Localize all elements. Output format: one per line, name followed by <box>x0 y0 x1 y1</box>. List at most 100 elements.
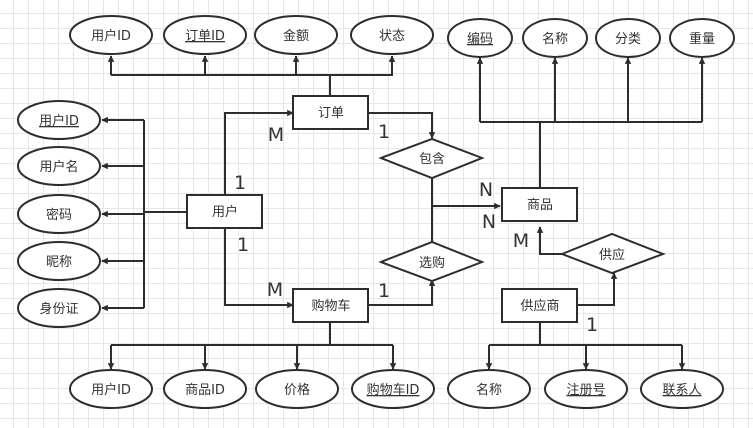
entity-supplier[interactable]: 供应商 <box>501 288 578 323</box>
attribute-ellipse[interactable] <box>17 241 101 281</box>
attribute-supplier-1[interactable]: 名称 <box>447 369 531 409</box>
edge-cart-select <box>369 279 436 306</box>
attribute-ellipse[interactable] <box>447 18 513 58</box>
relationship-contains-label: 包含 <box>419 151 445 167</box>
cardinality-cart-select: 1 <box>378 280 390 302</box>
attribute-ellipse[interactable] <box>522 18 588 58</box>
attribute-user-2[interactable]: 用户名 <box>17 146 101 186</box>
attribute-product-4[interactable]: 重量 <box>669 18 735 58</box>
attribute-order-1[interactable]: 用户ID <box>69 15 153 55</box>
edge-user-order <box>224 109 294 195</box>
attribute-ellipse[interactable] <box>447 369 531 409</box>
cardinality-user-cart-cart: M <box>267 279 283 301</box>
attribute-cart-2[interactable]: 商品ID <box>163 369 247 409</box>
cardinality-user-cart-user: 1 <box>237 234 249 256</box>
attribute-ellipse[interactable] <box>255 369 339 409</box>
attribute-user-3[interactable]: 密码 <box>17 194 101 234</box>
entity-order[interactable]: 订单 <box>292 95 369 130</box>
attribute-supplier-3[interactable]: 联系人 <box>640 369 724 409</box>
attribute-user-1[interactable]: 用户ID <box>17 100 101 140</box>
attribute-order-4[interactable]: 状态 <box>350 15 434 55</box>
cardinality-user-order-order: M <box>268 124 284 146</box>
attribute-ellipse[interactable] <box>17 288 101 328</box>
relationship-select[interactable]: 选购 <box>378 240 485 283</box>
attribute-label: 分类 <box>615 32 641 47</box>
entity-product[interactable]: 商品 <box>501 187 578 222</box>
attribute-order-2[interactable]: 订单ID <box>163 15 247 55</box>
attribute-label: 价格 <box>284 382 310 398</box>
attribute-ellipse[interactable] <box>544 369 628 409</box>
relationship-contains-diamond[interactable] <box>378 137 485 180</box>
attribute-key-label: 编码 <box>467 32 493 47</box>
cardinality-supply-product: M <box>513 230 529 252</box>
entity-supplier-label: 供应商 <box>520 298 559 314</box>
edge-supply-product <box>536 226 562 255</box>
attribute-ellipse[interactable] <box>254 15 338 55</box>
attribute-ellipse[interactable] <box>351 369 435 409</box>
attribute-product-2[interactable]: 名称 <box>522 18 588 58</box>
attribute-product-3[interactable]: 分类 <box>595 18 661 58</box>
attribute-ellipse[interactable] <box>640 369 724 409</box>
cardinality-supplier-supply: 1 <box>586 314 598 336</box>
relationship-select-diamond[interactable] <box>378 240 485 283</box>
attribute-order-3[interactable]: 金额 <box>254 15 338 55</box>
attribute-ellipse[interactable] <box>163 369 247 409</box>
attribute-user-5[interactable]: 身份证 <box>17 288 101 328</box>
entity-user-box[interactable] <box>186 194 263 229</box>
attribute-ellipse[interactable] <box>17 100 101 140</box>
entity-user-label: 用户 <box>212 204 238 220</box>
product-attribute-connectors <box>476 57 706 188</box>
entity-order-box[interactable] <box>292 95 369 130</box>
attribute-ellipse[interactable] <box>69 15 153 55</box>
attribute-cart-4[interactable]: 购物车ID <box>351 369 435 409</box>
attribute-product-1[interactable]: 编码 <box>447 18 513 58</box>
attribute-ellipse[interactable] <box>17 194 101 234</box>
attribute-key-label: 联系人 <box>662 383 701 398</box>
attribute-label: 金额 <box>283 28 309 44</box>
supplier-attribute-connectors <box>485 323 686 370</box>
relationship-supply-diamond[interactable] <box>559 232 666 275</box>
attribute-label: 名称 <box>542 31 568 47</box>
attribute-label: 昵称 <box>46 255 72 270</box>
attribute-ellipse[interactable] <box>595 18 661 58</box>
entity-cart-box[interactable] <box>292 288 369 323</box>
attribute-ellipse[interactable] <box>669 18 735 58</box>
attribute-label: 密码 <box>46 207 72 223</box>
attribute-ellipse[interactable] <box>350 15 434 55</box>
attribute-label: 用户名 <box>39 159 78 175</box>
cardinality-user-order-user: 1 <box>234 172 246 194</box>
attribute-cart-3[interactable]: 价格 <box>255 369 339 409</box>
entity-cart[interactable]: 购物车 <box>292 288 369 323</box>
attribute-ellipse[interactable] <box>17 146 101 186</box>
attribute-label: 商品ID <box>185 383 225 398</box>
entity-product-label: 商品 <box>527 198 553 213</box>
attribute-label: 用户ID <box>91 382 131 398</box>
attribute-label: 用户ID <box>91 28 131 44</box>
attribute-cart-1[interactable]: 用户ID <box>69 369 153 409</box>
attribute-user-4[interactable]: 昵称 <box>17 241 101 281</box>
cart-attribute-connectors <box>107 323 397 370</box>
edge-supplier-supply <box>578 272 618 306</box>
attribute-key-label: 用户ID <box>39 113 79 129</box>
attribute-label: 身份证 <box>39 301 78 317</box>
attribute-key-label: 注册号 <box>566 383 605 398</box>
attribute-label: 重量 <box>689 31 715 47</box>
attribute-ellipse[interactable] <box>69 369 153 409</box>
attribute-ellipse[interactable] <box>163 15 247 55</box>
relationship-supply-label: 供应 <box>599 247 625 263</box>
entity-product-box[interactable] <box>501 187 578 222</box>
attribute-key-label: 订单ID <box>185 29 225 44</box>
entity-order-label: 订单 <box>318 106 344 121</box>
entity-user[interactable]: 用户 <box>186 194 263 229</box>
relationship-select-label: 选购 <box>419 255 445 271</box>
cardinality-contains-product: N <box>479 179 493 201</box>
edge-order-contains <box>369 112 436 139</box>
cardinality-select-product: N <box>482 211 496 233</box>
relationship-supply[interactable]: 供应 <box>559 232 666 275</box>
user-attribute-connectors <box>101 116 187 312</box>
relationship-contains[interactable]: 包含 <box>378 137 485 180</box>
entity-supplier-box[interactable] <box>501 288 578 323</box>
attribute-supplier-2[interactable]: 注册号 <box>544 369 628 409</box>
